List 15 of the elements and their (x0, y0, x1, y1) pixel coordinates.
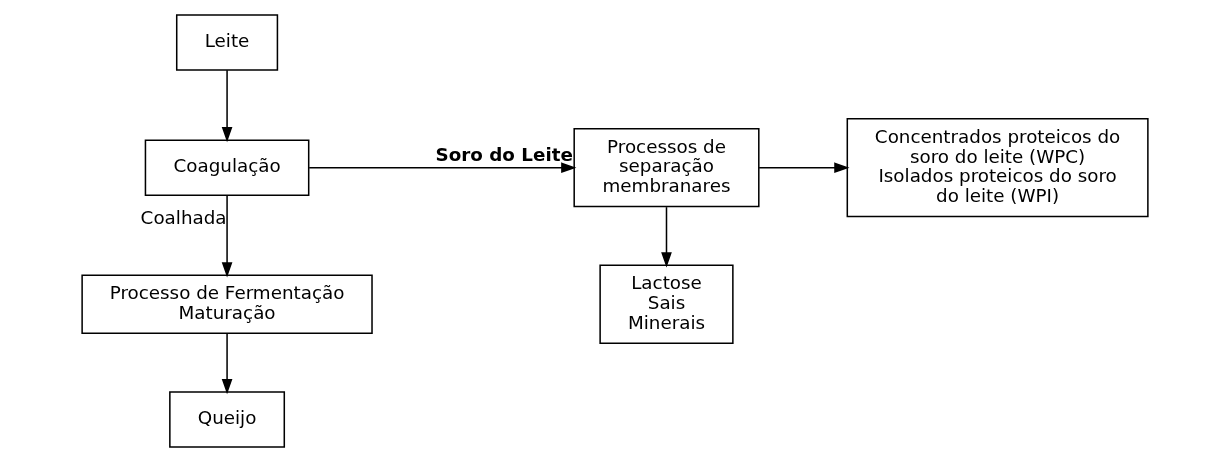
edge-label: Soro do Leite (435, 143, 573, 165)
arrow (221, 332, 233, 394)
node-box: Leite (175, 13, 279, 71)
arrow (661, 205, 672, 268)
node-box: Coagulação (144, 138, 310, 196)
edge-label: Coalhada (140, 206, 227, 228)
arrow (221, 69, 233, 142)
arrow (758, 161, 850, 173)
node-box: Processos de separação membranares (573, 127, 760, 207)
arrow (308, 161, 577, 173)
node-box: Lactose Sais Minerais (599, 264, 734, 344)
arrow (221, 194, 233, 278)
node-box: Processo de Fermentação Maturação (81, 274, 373, 334)
node-box: Queijo (169, 390, 286, 448)
node-box: Concentrados proteicos do soro do leite (WPC) Isolados proteicos do soro do leite (WPI) (846, 117, 1149, 217)
